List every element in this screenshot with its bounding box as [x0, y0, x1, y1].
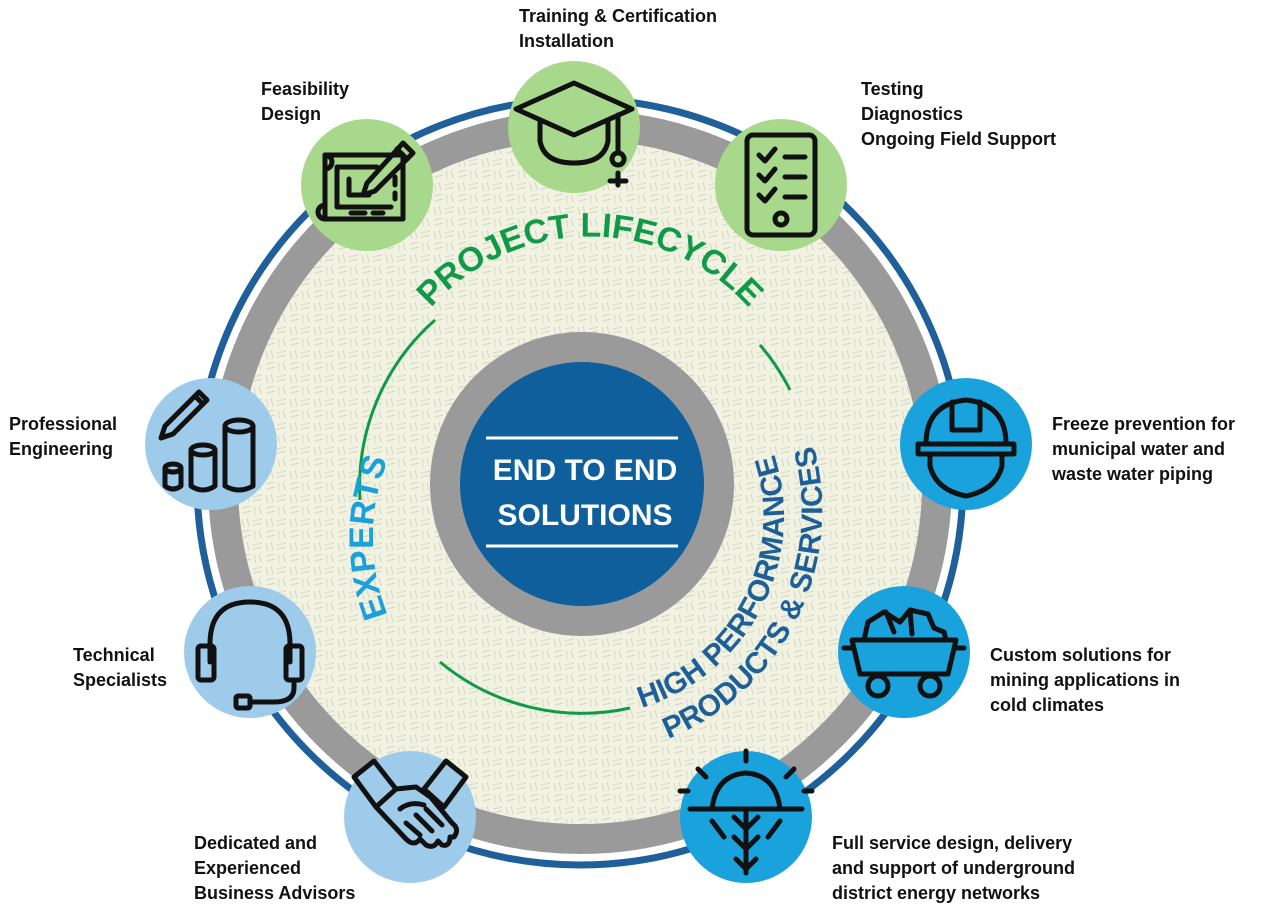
node-label-line: Technical [73, 645, 155, 665]
blueprint-pencil-icon [315, 140, 416, 222]
node-group [145, 61, 1032, 883]
node-label-line: Professional [9, 414, 118, 434]
node-label-line: Freeze prevention for [1052, 414, 1236, 434]
hard-hat-icon [915, 397, 1017, 499]
node-label-line: Ongoing Field Support [861, 129, 1056, 149]
node-testing [715, 119, 847, 251]
node-freeze [900, 378, 1032, 510]
node-label-line: Feasibility [261, 79, 350, 99]
node-label-line: Full service design, delivery [832, 833, 1073, 853]
node-label-district: Full service design, delivery and support… [832, 831, 1075, 906]
node-label-line: cold climates [990, 695, 1105, 715]
lifecycle-arc-line-right [758, 344, 792, 391]
pencil-cylinders-icon [158, 389, 256, 493]
node-technical [184, 586, 316, 718]
handshake-icon [351, 758, 469, 849]
node-label-freeze: Freeze prevention for municipal water and… [1052, 412, 1235, 487]
node-label-line: Custom solutions for [990, 645, 1171, 665]
node-engineering [145, 378, 277, 510]
node-label-line: Engineering [9, 439, 114, 459]
node-label-line: Design [261, 104, 322, 124]
checklist-icon [744, 132, 818, 238]
node-label-line: Experienced [194, 858, 302, 878]
node-circle-training [508, 61, 640, 193]
node-label-line: municipal water and [1052, 439, 1226, 459]
headset-icon [195, 599, 305, 711]
node-label-line: Specialists [73, 670, 168, 690]
node-label-line: Diagnostics [861, 104, 964, 124]
center-title-line1: END TO END [493, 454, 677, 487]
node-label-line: mining applications in [990, 670, 1181, 690]
node-label-line: and support of underground [832, 858, 1075, 878]
node-circle-testing [715, 119, 847, 251]
sun-snowflake-icon [677, 748, 815, 876]
node-district [677, 748, 815, 883]
node-label-mining: Custom solutions for mining applications … [990, 643, 1180, 718]
lifecycle-arc-line-left [358, 318, 436, 501]
node-label-line: Installation [519, 31, 615, 51]
node-mining [838, 586, 970, 718]
experts-arc-line [439, 660, 631, 715]
center-title-line2: SOLUTIONS [497, 499, 672, 532]
mine-cart-icon [841, 607, 967, 699]
node-label-line: district energy networks [832, 883, 1041, 903]
node-label-line: Testing [861, 79, 924, 99]
node-label-line: Training & Certification [519, 6, 718, 26]
node-advisors [344, 751, 476, 883]
node-training [508, 61, 640, 193]
graduation-cap-icon [513, 80, 635, 188]
node-label-line: waste water piping [1052, 464, 1214, 484]
node-circle-advisors [344, 751, 476, 883]
node-circle-mining [838, 586, 970, 718]
node-feasibility [301, 119, 433, 251]
node-label-line: Business Advisors [194, 883, 356, 903]
node-label-line: Dedicated and [194, 833, 318, 853]
